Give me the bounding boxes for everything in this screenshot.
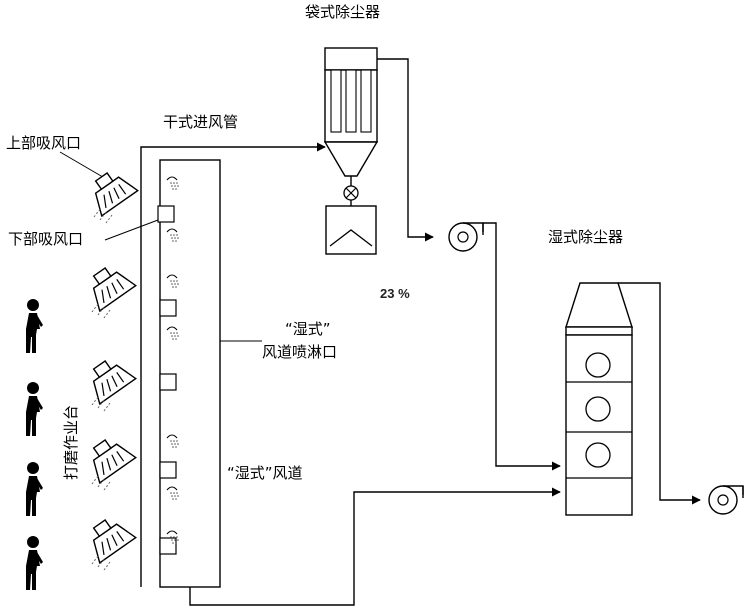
lower-intake-box	[159, 537, 177, 555]
upper-intake-label: 上部吸风口	[6, 134, 81, 152]
upper-intake-leader	[59, 151, 109, 181]
worker-icon	[26, 299, 43, 353]
spray-label-line1: “湿式”	[285, 320, 331, 338]
lower-intake-leader	[104, 219, 159, 241]
lower-intake-label: 下部吸风口	[8, 230, 83, 248]
suction-hood-icon	[80, 430, 137, 491]
centrifugal-fan-icon	[708, 485, 744, 515]
wet-outlet-duct	[618, 282, 701, 505]
centrifugal-fan-icon	[448, 222, 484, 252]
workstation-label: 打磨作业台	[62, 405, 80, 480]
wet-duct-label: “湿式”风道	[227, 464, 303, 482]
fan-to-wet-collector-duct	[483, 222, 561, 471]
wet-collector	[565, 282, 633, 516]
bag-filter-label: 袋式除尘器	[305, 3, 380, 21]
spray-label-line2: 风道喷淋口	[262, 343, 337, 361]
wet-duct-outlet	[189, 487, 561, 606]
bag-outlet-duct	[377, 58, 434, 242]
worker-icon	[26, 382, 43, 436]
suction-hood-icon	[80, 510, 137, 571]
suction-hood-icon	[80, 351, 137, 412]
wet-collector-label: 湿式除尘器	[548, 228, 623, 246]
percent-label: 23 %	[380, 286, 410, 301]
worker-icon	[26, 536, 43, 590]
suction-hood-icon	[82, 163, 139, 224]
lower-intake-box	[157, 205, 175, 223]
lower-intake-box	[159, 461, 177, 479]
bag-filter	[323, 47, 379, 255]
worker-icon	[26, 462, 43, 516]
suction-hood-icon	[80, 258, 137, 319]
dry-inlet-duct	[140, 142, 326, 587]
dry-duct-label: 干式进风管	[163, 113, 238, 131]
lower-intake-box	[159, 299, 177, 317]
ash-hopper	[325, 205, 377, 255]
lower-intake-box	[159, 373, 177, 391]
